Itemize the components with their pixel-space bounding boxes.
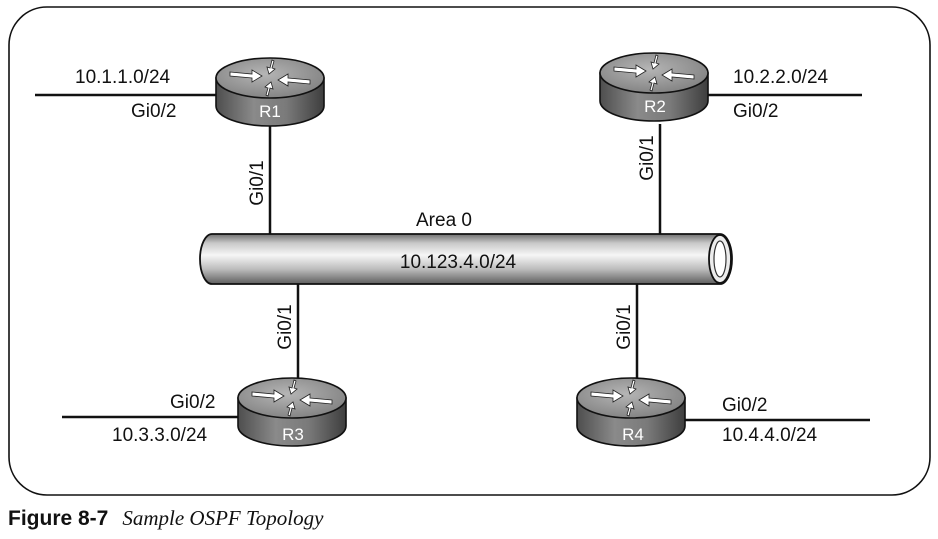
r4-lan-subnet: 10.4.4.0/24 xyxy=(722,425,818,446)
router-r3: R3 xyxy=(237,377,347,447)
r4-lan-interface: Gi0/2 xyxy=(722,395,767,416)
backbone-subnet-label: 10.123.4.0/24 xyxy=(400,252,517,273)
r2-lan-interface: Gi0/2 xyxy=(733,101,778,122)
r2-backbone-interface: Gi0/1 xyxy=(637,135,658,180)
router-r2: R2 xyxy=(599,52,709,122)
r2-name: R2 xyxy=(644,97,666,116)
r4-backbone-interface: Gi0/1 xyxy=(614,304,635,349)
r1-lan-subnet: 10.1.1.0/24 xyxy=(75,67,171,88)
router-r4: R4 xyxy=(576,377,686,447)
area-label: Area 0 xyxy=(416,210,472,231)
r3-backbone-interface: Gi0/1 xyxy=(275,304,296,349)
r3-lan-subnet: 10.3.3.0/24 xyxy=(112,425,208,446)
backbone-segment xyxy=(199,233,733,285)
ospf-topology-diagram: R1 R2 R3 R4 Area 0 10.123.4.0/24 10.1.1.… xyxy=(8,6,931,496)
r4-name: R4 xyxy=(622,425,644,444)
router-r1: R1 xyxy=(215,57,325,127)
r1-name: R1 xyxy=(259,102,281,121)
r1-backbone-interface: Gi0/1 xyxy=(247,160,268,205)
caption-label: Figure 8-7 xyxy=(8,507,109,530)
figure-caption: Figure 8-7 Sample OSPF Topology xyxy=(8,506,323,531)
caption-title: Sample OSPF Topology xyxy=(122,506,324,530)
r3-lan-interface: Gi0/2 xyxy=(170,392,215,413)
r2-lan-subnet: 10.2.2.0/24 xyxy=(733,67,829,88)
diagram-frame xyxy=(8,6,931,496)
r3-name: R3 xyxy=(282,425,304,444)
r1-lan-interface: Gi0/2 xyxy=(131,101,176,122)
